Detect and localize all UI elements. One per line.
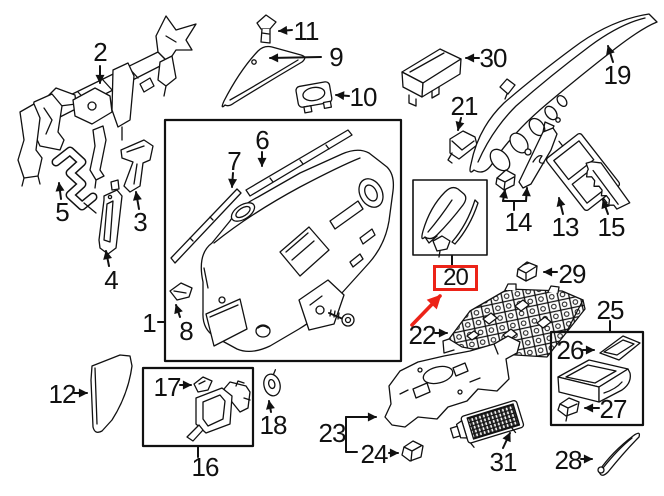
part-3-bracket-drawing: [121, 140, 153, 192]
highlight-arrow: [412, 296, 440, 325]
part-20-group-box: [413, 180, 487, 255]
callout-9[interactable]: 9: [329, 42, 344, 72]
part-6-strip-drawing: [246, 130, 352, 196]
callout-31[interactable]: 31: [489, 447, 518, 477]
callout-11[interactable]: 11: [293, 16, 320, 46]
part-25-tray-drawing: [558, 360, 630, 402]
part-31-module-drawing: [448, 400, 526, 452]
part-18-grommet-drawing: [261, 369, 283, 397]
callout-1[interactable]: 1: [142, 308, 157, 338]
part-11-clip-drawing: [257, 15, 276, 43]
callout-25[interactable]: 25: [596, 295, 625, 325]
callout-20[interactable]: 20: [443, 264, 469, 291]
part-8-clip-drawing: [170, 283, 192, 300]
callout-7[interactable]: 7: [227, 146, 242, 176]
callout-2[interactable]: 2: [93, 37, 108, 67]
callout-3[interactable]: 3: [133, 207, 148, 237]
callout-12[interactable]: 12: [48, 379, 77, 409]
callout-29[interactable]: 29: [558, 259, 587, 289]
callout-30[interactable]: 30: [479, 43, 508, 73]
part-28-trim-drawing: [598, 433, 639, 475]
callout-6[interactable]: 6: [255, 125, 270, 155]
part-12-end-panel-drawing: [91, 355, 132, 432]
part-1-instrument-panel-drawing: [201, 150, 393, 351]
callout-17[interactable]: 17: [153, 372, 182, 402]
part-23-panel-drawing: [385, 336, 520, 427]
leader-lines: [55, 25, 615, 464]
callout-16[interactable]: 16: [191, 452, 220, 482]
part-10-grille-drawing: [295, 81, 333, 113]
callout-26[interactable]: 26: [556, 335, 585, 365]
callout-4[interactable]: 4: [104, 265, 119, 295]
part-25-group-box: [551, 332, 643, 425]
callout-14[interactable]: 14: [504, 207, 533, 237]
callout-22[interactable]: 22: [408, 320, 437, 350]
callout-15[interactable]: 15: [597, 212, 626, 242]
part-4-bracket-drawing: [99, 180, 122, 254]
part-20-trim-drawing: [422, 188, 478, 257]
callout-27[interactable]: 27: [599, 394, 628, 424]
callout-21[interactable]: 21: [450, 91, 479, 121]
cap-drawing: [256, 325, 270, 337]
callout-24[interactable]: 24: [360, 439, 389, 469]
callout-13[interactable]: 13: [551, 212, 580, 242]
part-14-parts-drawing: [496, 122, 557, 190]
callout-20-highlight-box[interactable]: 20: [433, 265, 478, 291]
part-2-crossbeam-drawing: [18, 16, 196, 188]
part-9-trim-drawing: [222, 47, 305, 107]
screw-drawing: [329, 310, 354, 326]
part-26-mat-drawing: [600, 336, 640, 360]
part-19-trim-drawing: [470, 14, 657, 174]
part-21-bracket-drawing: [448, 131, 477, 163]
part-30-module-drawing: [402, 49, 461, 106]
callout-18[interactable]: 18: [259, 410, 288, 440]
part-7-strip-drawing: [171, 189, 241, 263]
part-29-clip-drawing: [517, 262, 537, 281]
callout-10[interactable]: 10: [349, 82, 378, 112]
callout-19[interactable]: 19: [603, 60, 632, 90]
callout-8[interactable]: 8: [179, 316, 194, 346]
part-27-clip-drawing: [558, 398, 579, 421]
part-1-group-box: [165, 120, 401, 361]
part-5-bracket-drawing: [56, 151, 96, 213]
callout-28[interactable]: 28: [554, 445, 583, 475]
callout-23[interactable]: 23: [318, 418, 347, 448]
part-15-trim-drawing: [580, 156, 631, 214]
callout-5[interactable]: 5: [55, 197, 70, 227]
part-17-clip-drawing: [194, 377, 212, 392]
part-16-vent-drawing: [187, 381, 250, 441]
part-24-clip-drawing: [402, 441, 423, 461]
